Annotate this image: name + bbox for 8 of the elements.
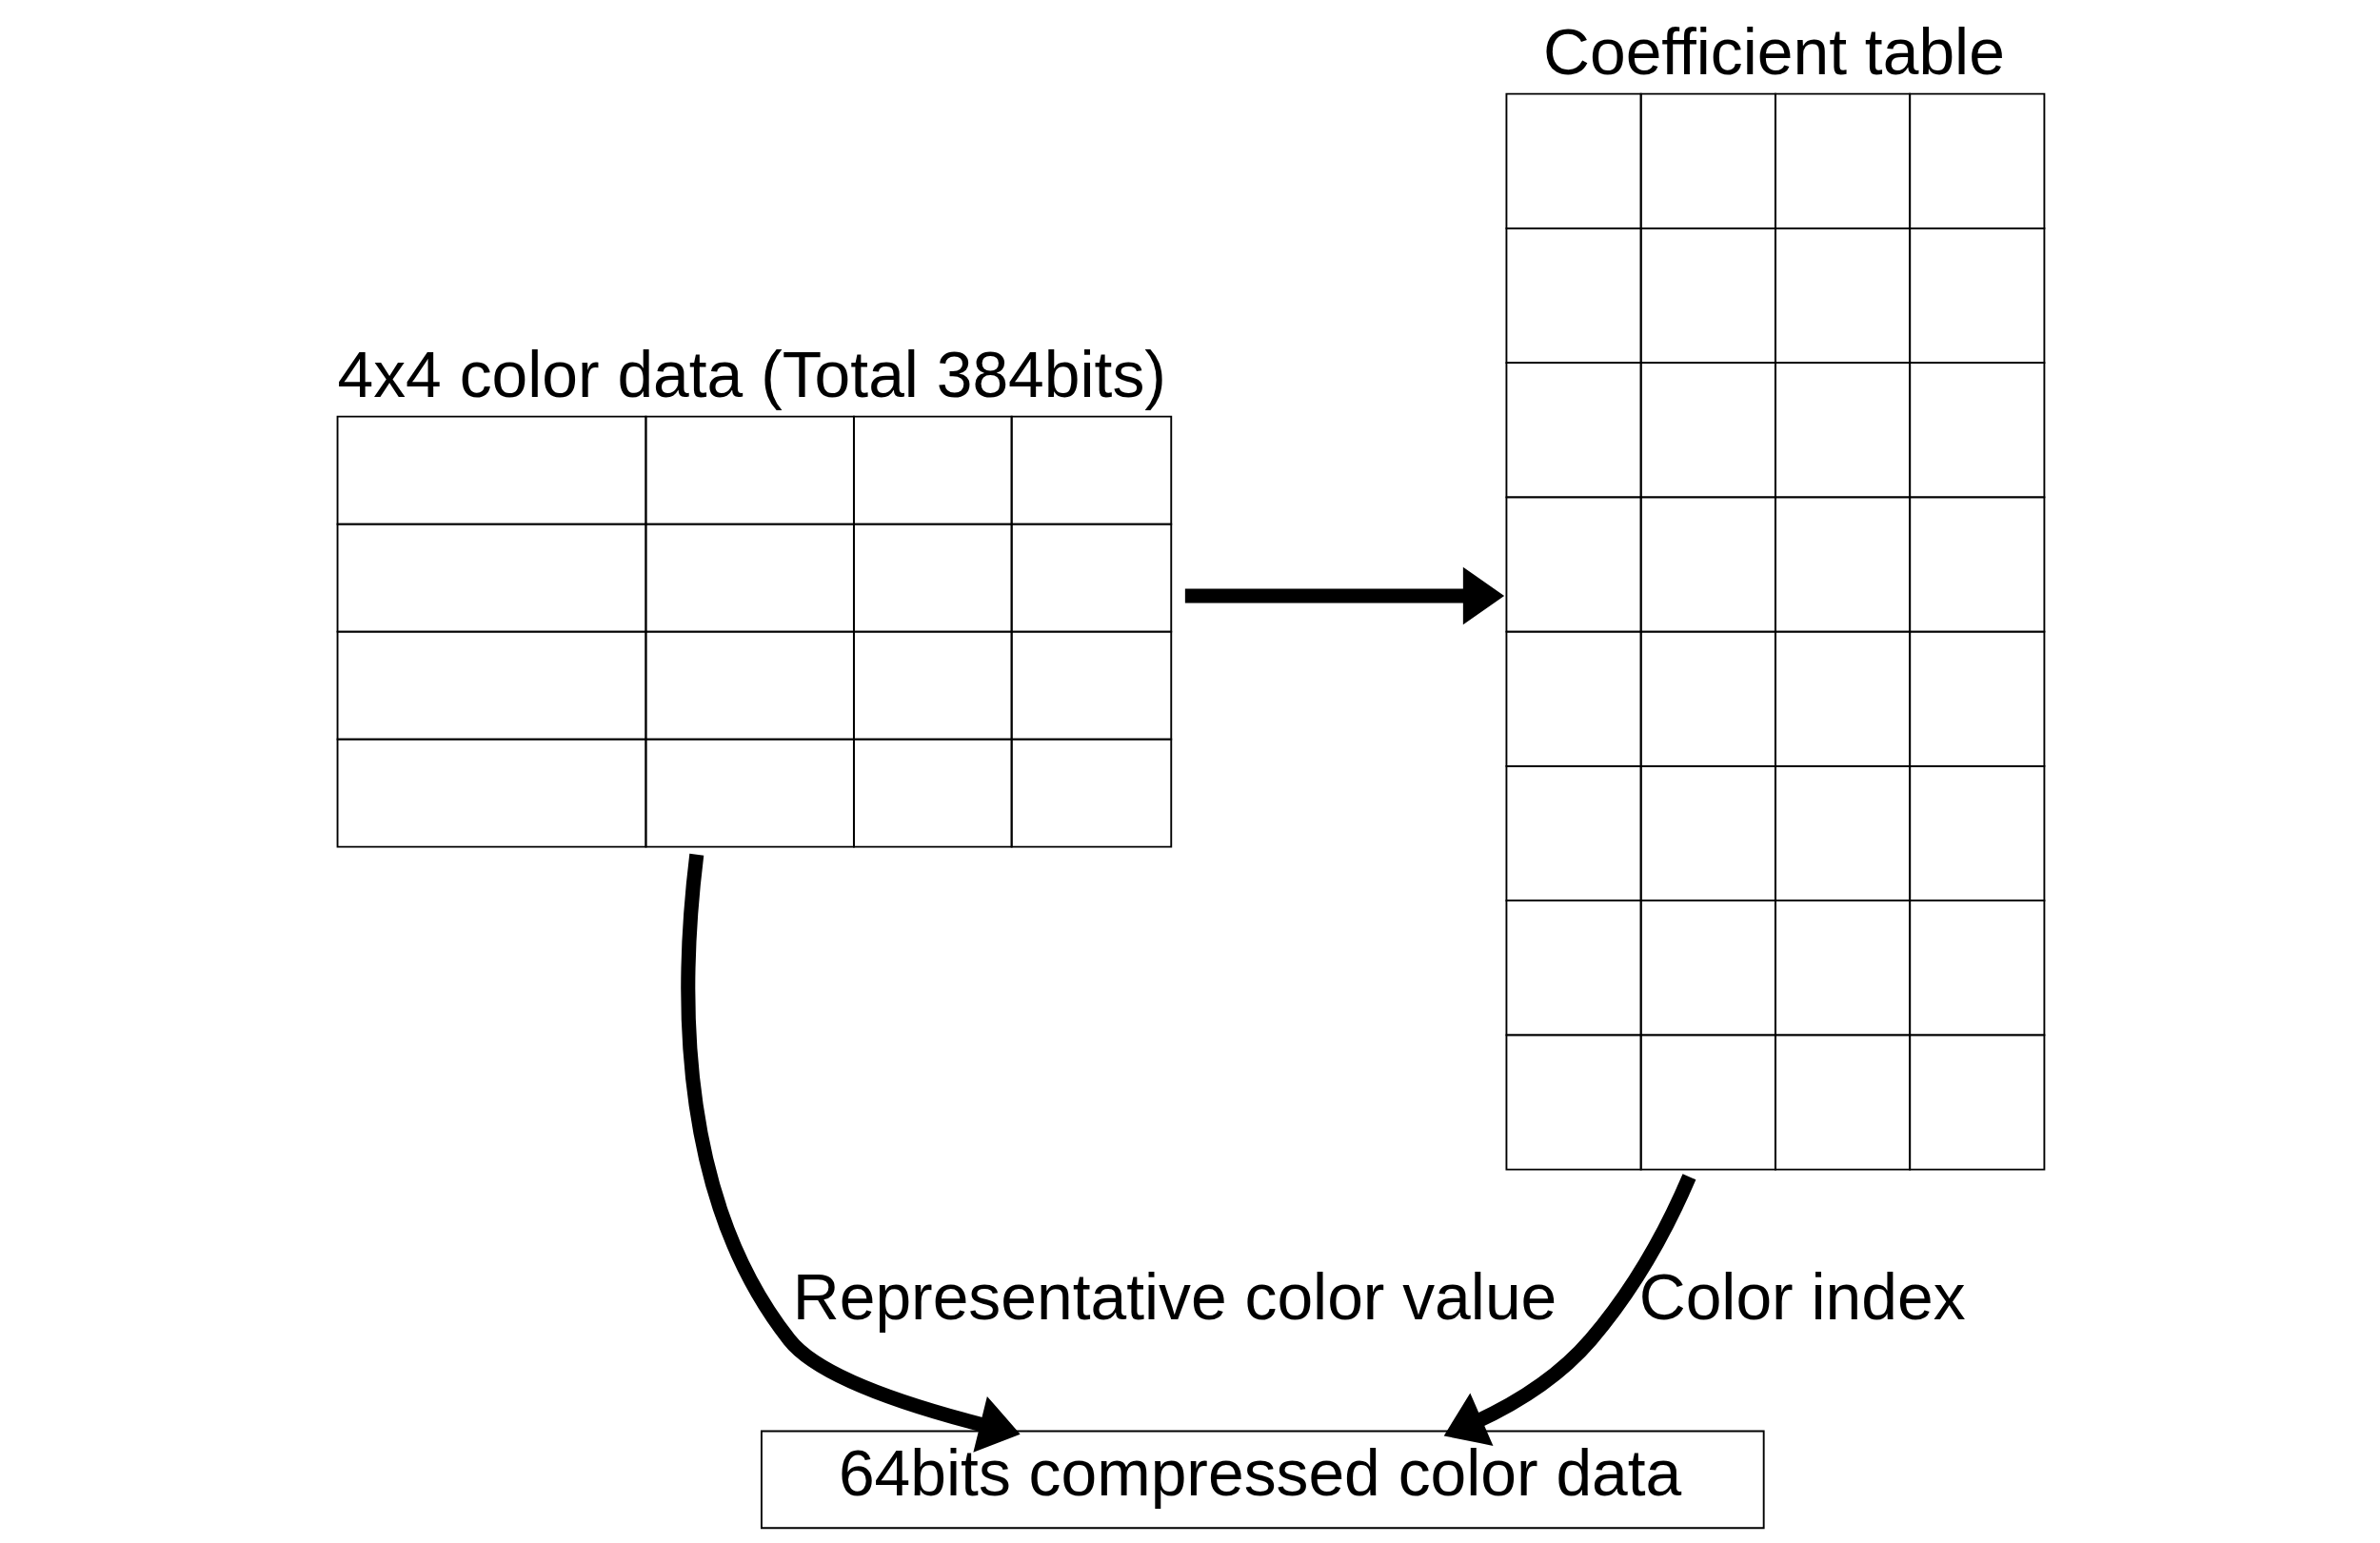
edge-label: Color index — [1638, 1261, 1966, 1334]
edge-label: Representative color value — [792, 1261, 1557, 1334]
node-label: Coefficient table — [1542, 15, 2005, 88]
arrow — [1443, 1174, 1696, 1446]
node-box: 64bits compressed color data — [760, 1430, 1765, 1530]
node-label: 4x4 color data (Total 384bits) — [337, 338, 1166, 410]
arrow — [680, 853, 1021, 1453]
arrow — [1184, 566, 1504, 625]
